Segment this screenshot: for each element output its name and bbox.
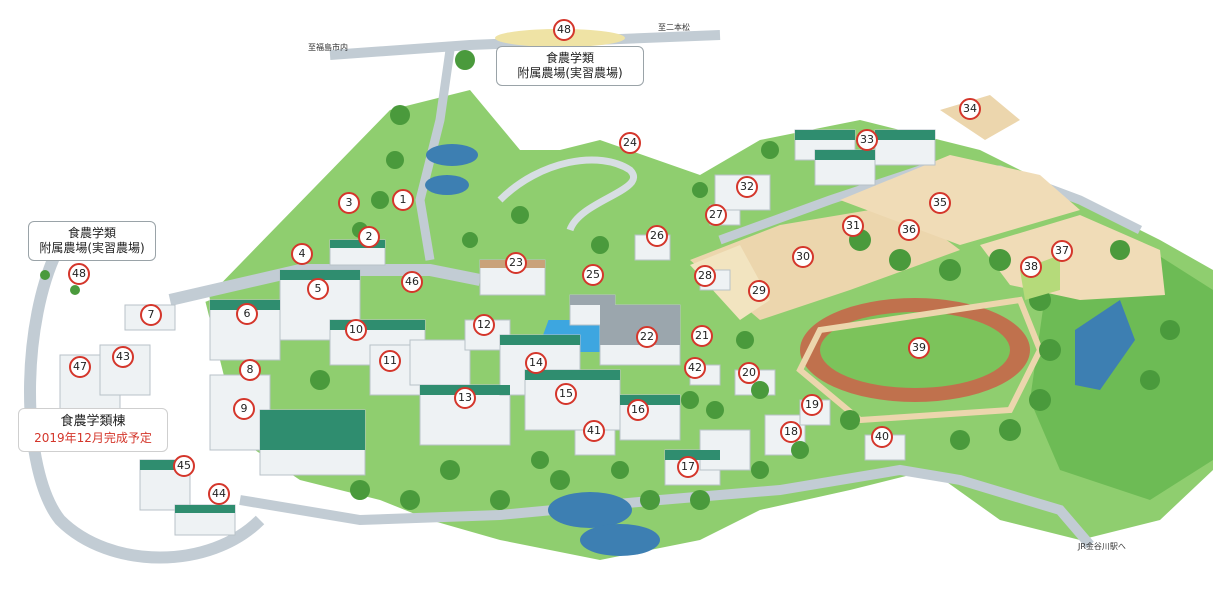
marker-17[interactable]: 17 xyxy=(677,456,699,478)
marker-39[interactable]: 39 xyxy=(908,337,930,359)
marker-9[interactable]: 9 xyxy=(233,398,255,420)
new-building-title: 食農学類棟 xyxy=(60,414,126,429)
marker-45[interactable]: 45 xyxy=(173,455,195,477)
marker-26[interactable]: 26 xyxy=(646,225,668,247)
marker-18[interactable]: 18 xyxy=(780,421,802,443)
marker-21[interactable]: 21 xyxy=(691,325,713,347)
marker-47[interactable]: 47 xyxy=(69,356,91,378)
marker-41[interactable]: 41 xyxy=(583,420,605,442)
farm-top-line1: 食農学類 xyxy=(545,51,594,65)
east-forest xyxy=(1030,250,1213,500)
marker-40[interactable]: 40 xyxy=(871,426,893,448)
road-main-west xyxy=(168,264,482,306)
marker-48-top[interactable]: 48 xyxy=(553,19,575,41)
pond-north-1 xyxy=(426,144,478,166)
marker-1[interactable]: 1 xyxy=(392,189,414,211)
marker-33[interactable]: 33 xyxy=(856,129,878,151)
marker-36[interactable]: 36 xyxy=(898,219,920,241)
road-winding xyxy=(497,156,637,232)
marker-22[interactable]: 22 xyxy=(636,326,658,348)
new-building-note: 2019年12月完成予定 xyxy=(34,431,152,445)
marker-10[interactable]: 10 xyxy=(345,319,367,341)
marker-8[interactable]: 8 xyxy=(239,359,261,381)
marker-4[interactable]: 4 xyxy=(291,243,313,265)
road-north xyxy=(329,30,721,60)
marker-11[interactable]: 11 xyxy=(379,350,401,372)
marker-13[interactable]: 13 xyxy=(454,387,476,409)
marker-37[interactable]: 37 xyxy=(1051,240,1073,262)
callout-farm-left: 食農学類 附属農場(実習農場) xyxy=(28,221,156,261)
farm-left-line2: 附属農場(実習農場) xyxy=(39,241,145,255)
marker-32[interactable]: 32 xyxy=(736,176,758,198)
road-south xyxy=(239,464,1094,549)
marker-43[interactable]: 43 xyxy=(112,346,134,368)
marker-48-left[interactable]: 48 xyxy=(68,263,90,285)
marker-42[interactable]: 42 xyxy=(684,357,706,379)
marker-5[interactable]: 5 xyxy=(307,278,329,300)
marker-12[interactable]: 12 xyxy=(473,314,495,336)
road-label-fukushima: 至福島市内 xyxy=(308,43,348,52)
marker-28[interactable]: 28 xyxy=(694,265,716,287)
marker-19[interactable]: 19 xyxy=(801,394,823,416)
callout-new-building: 食農学類棟 2019年12月完成予定 xyxy=(18,408,168,452)
pond-north-2 xyxy=(425,175,469,195)
marker-30[interactable]: 30 xyxy=(792,246,814,268)
marker-14[interactable]: 14 xyxy=(525,352,547,374)
marker-20[interactable]: 20 xyxy=(738,362,760,384)
marker-7[interactable]: 7 xyxy=(140,304,162,326)
marker-44[interactable]: 44 xyxy=(208,483,230,505)
pond-south-1 xyxy=(548,492,632,528)
callout-farm-top: 食農学類 附属農場(実習農場) xyxy=(496,46,644,86)
marker-27[interactable]: 27 xyxy=(705,204,727,226)
marker-46[interactable]: 46 xyxy=(401,271,423,293)
field-34 xyxy=(940,95,1020,140)
marker-16[interactable]: 16 xyxy=(627,399,649,421)
marker-25[interactable]: 25 xyxy=(582,264,604,286)
marker-24[interactable]: 24 xyxy=(619,132,641,154)
pond-south-2 xyxy=(580,524,660,556)
marker-29[interactable]: 29 xyxy=(748,280,770,302)
marker-35[interactable]: 35 xyxy=(929,192,951,214)
marker-6[interactable]: 6 xyxy=(236,303,258,325)
road-label-nihonmatsu: 至二本松 xyxy=(658,23,690,32)
pond-east xyxy=(1075,300,1135,390)
marker-38[interactable]: 38 xyxy=(1020,256,1042,278)
road-west-loop xyxy=(24,242,265,564)
marker-15[interactable]: 15 xyxy=(555,383,577,405)
road-label-station: JR金谷川駅へ xyxy=(1078,542,1126,551)
farm-top-line2: 附属農場(実習農場) xyxy=(517,66,623,80)
marker-23[interactable]: 23 xyxy=(505,252,527,274)
marker-2[interactable]: 2 xyxy=(358,226,380,248)
marker-3[interactable]: 3 xyxy=(338,192,360,214)
farm-left-line1: 食農学類 xyxy=(67,226,116,240)
marker-34[interactable]: 34 xyxy=(959,98,981,120)
marker-31[interactable]: 31 xyxy=(842,215,864,237)
